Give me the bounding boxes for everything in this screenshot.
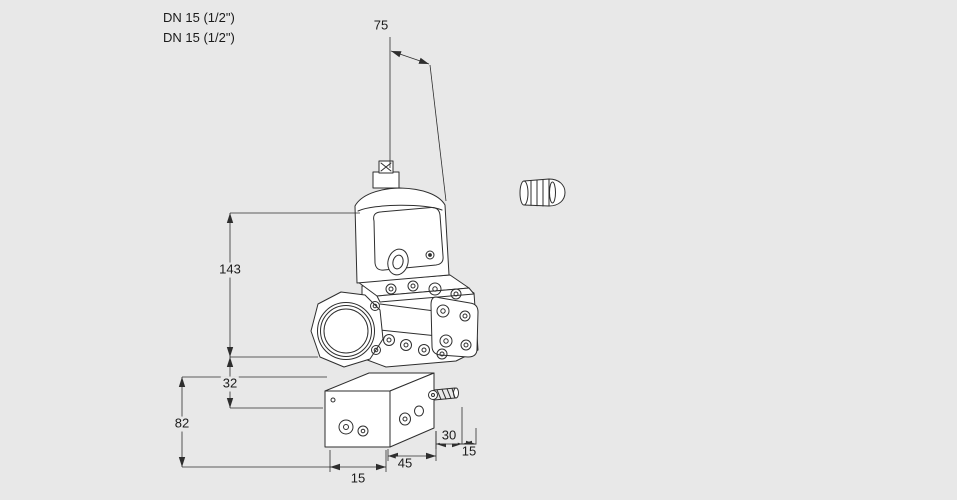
solenoid-actuator-drawing (354, 187, 450, 284)
bolt-holes-top (385, 280, 462, 300)
dim-label-45: 45 (395, 455, 415, 472)
dim-label-82: 82 (172, 415, 192, 432)
dim-label-32: 32 (220, 375, 240, 392)
bolt-holes-mid (383, 334, 448, 360)
plug-connector-drawing (519, 178, 566, 207)
test-nipple-drawing (428, 387, 459, 401)
dim-label-143: 143 (217, 261, 243, 278)
product-size-label-2: DN 15 (1/2") (163, 30, 235, 45)
inlet-flange-drawing (310, 291, 384, 368)
valve-body-drawing (310, 160, 479, 448)
dim-label-30: 30 (439, 427, 459, 444)
stem-knob-drawing (372, 160, 400, 189)
outlet-flange-drawing (430, 296, 479, 358)
product-size-label-1: DN 15 (1/2") (163, 10, 235, 25)
regulator-box-drawing (324, 372, 435, 448)
dim-label-15-bottom: 15 (348, 470, 368, 487)
dim-label-75: 75 (371, 17, 391, 34)
dim-label-15-right: 15 (459, 443, 479, 460)
